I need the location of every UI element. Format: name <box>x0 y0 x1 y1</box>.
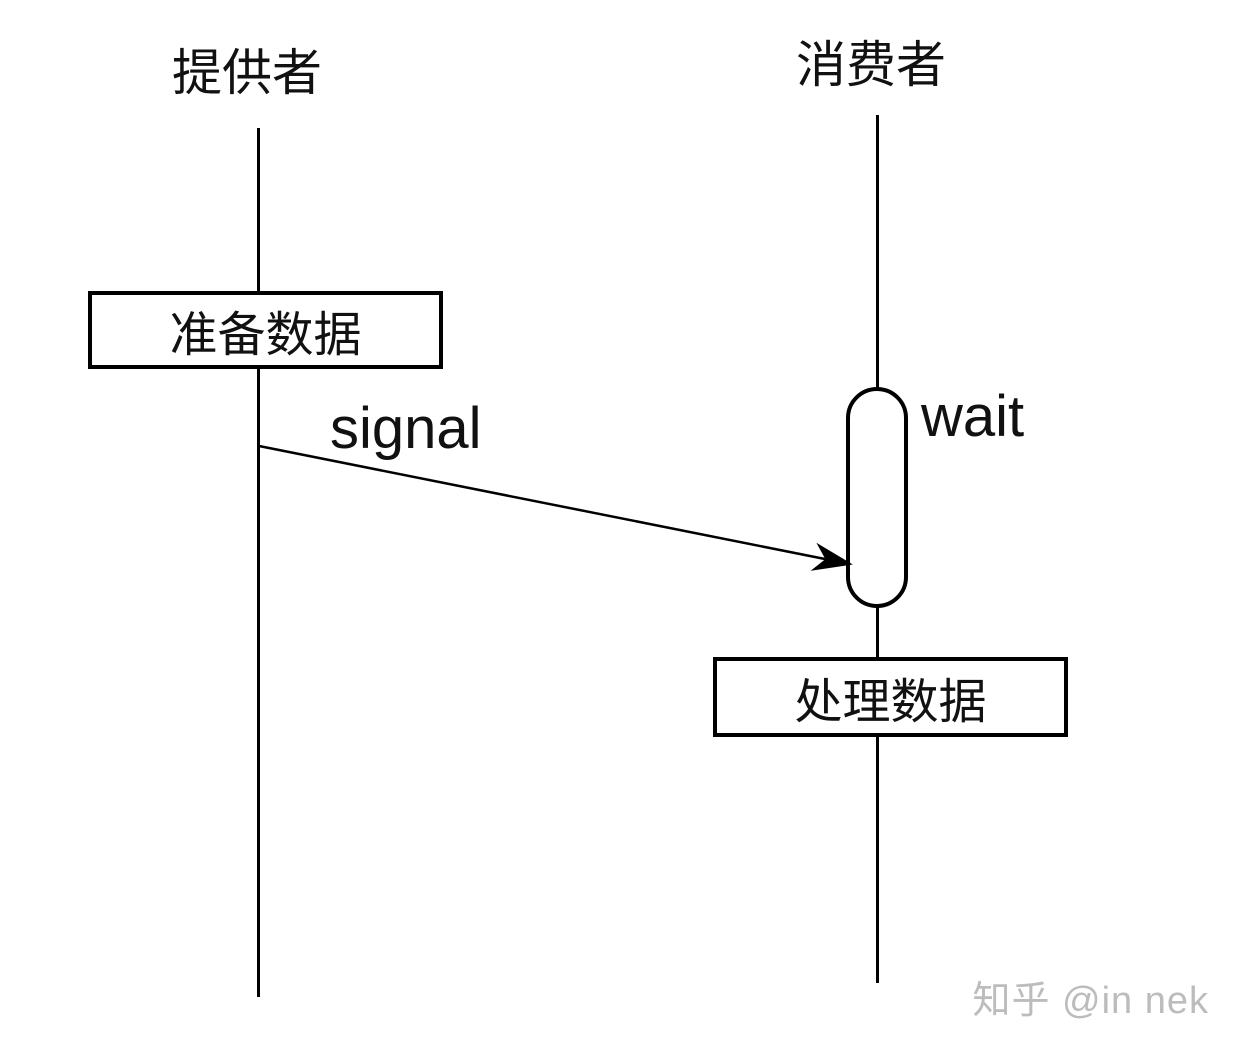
provider-title: 提供者 <box>172 45 322 101</box>
consumer-title: 消费者 <box>796 37 946 93</box>
prepare-data-box: 准备数据 <box>88 291 443 369</box>
signal-arrow <box>258 444 853 571</box>
process-data-label: 处理数据 <box>794 676 987 729</box>
process-data-box: 处理数据 <box>713 657 1068 737</box>
zhihu-watermark: 知乎 @in nek <box>972 980 1209 1022</box>
signal-label: signal <box>330 396 482 461</box>
wait-activation-capsule <box>846 387 908 608</box>
prepare-data-label: 准备数据 <box>169 309 362 362</box>
wait-label: wait <box>921 384 1025 449</box>
